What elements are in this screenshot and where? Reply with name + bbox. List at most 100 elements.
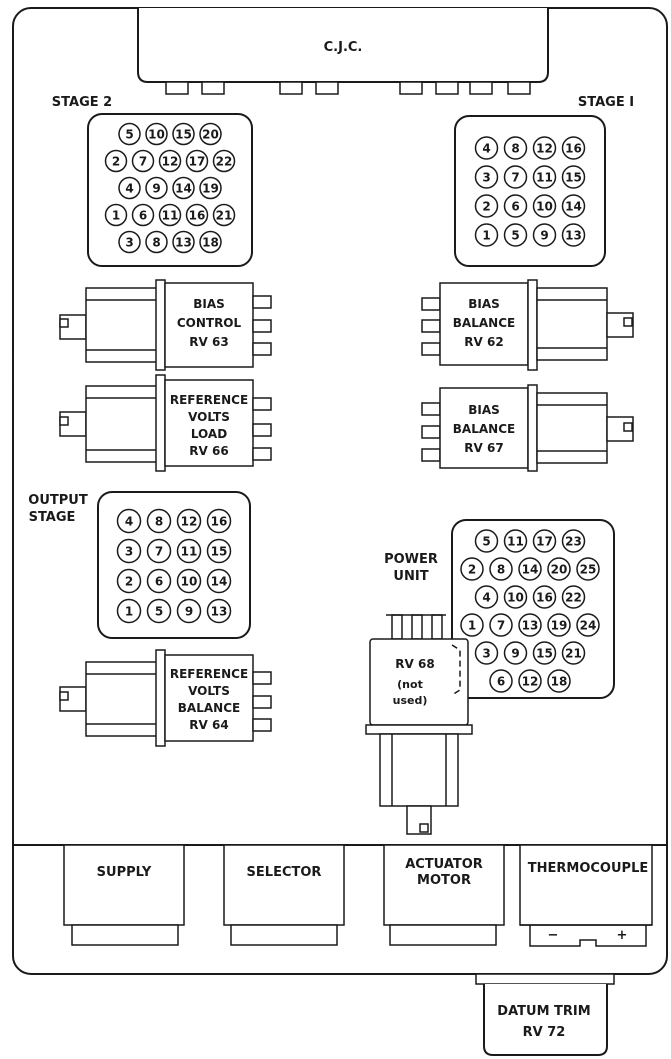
pin-number: 17: [536, 535, 553, 549]
pin-circle: [518, 613, 542, 637]
pin-circle: [503, 529, 528, 553]
pin-number: 13: [175, 236, 192, 250]
pin-circle: [118, 122, 141, 146]
pin-number: 4: [482, 142, 490, 156]
svg-text:REFERENCE: REFERENCE: [170, 393, 248, 407]
pin-number: 3: [482, 171, 490, 185]
svg-text:RV 62: RV 62: [464, 335, 503, 349]
pin-number: 9: [540, 229, 548, 243]
pin-number: 1: [482, 229, 490, 243]
selector-connector: SELECTOR: [223, 844, 345, 946]
pin-number: 16: [189, 209, 206, 223]
pin-number: 8: [152, 236, 160, 250]
svg-text:VOLTS: VOLTS: [188, 684, 230, 698]
pin-number: 18: [551, 675, 568, 689]
pin-circle: [547, 557, 571, 581]
stage1-pin-block: [454, 115, 606, 267]
svg-text:BIAS: BIAS: [468, 297, 500, 311]
svg-text:ACTUATOR: ACTUATOR: [405, 857, 483, 872]
pin-number: 5: [482, 535, 490, 549]
cjc-terminal: [165, 81, 189, 95]
pin-number: 14: [565, 200, 582, 214]
pin-number: 9: [185, 605, 193, 619]
pin-circle: [185, 149, 209, 173]
pin-circle: [145, 122, 168, 146]
pin-number: 15: [536, 647, 553, 661]
pin-number: 4: [125, 182, 133, 196]
pin-circle: [518, 669, 542, 693]
pin-circle: [116, 568, 142, 594]
pin-number: 16: [565, 142, 582, 156]
pin-number: 16: [536, 591, 553, 605]
pin-circle: [576, 557, 600, 581]
actuator-motor-connector: ACTUATOR MOTOR: [383, 844, 505, 946]
pin-circle: [503, 165, 528, 189]
pin-circle: [104, 203, 128, 227]
pin-number: 7: [155, 545, 163, 559]
pin-number: 1: [468, 619, 476, 633]
pin-circle: [176, 538, 202, 564]
pin-circle: [474, 529, 499, 553]
pin-circle: [576, 613, 600, 637]
pin-number: 6: [139, 209, 147, 223]
pot-bias-control-rv63: BIAS CONTROL RV 63: [59, 279, 272, 371]
pin-circle: [532, 165, 557, 189]
cjc-terminals: [165, 81, 531, 95]
pot-ref-volts-load-rv66: REFERENCE VOLTS LOAD RV 66: [59, 374, 272, 472]
pin-number: 14: [211, 575, 228, 589]
pin-number: 19: [551, 619, 568, 633]
pin-circle: [561, 529, 586, 553]
pin-number: 9: [511, 647, 519, 661]
pin-circle: [489, 669, 513, 693]
pin-circle: [489, 613, 513, 637]
pin-number: 11: [162, 209, 179, 223]
pin-circle: [146, 568, 172, 594]
pin-circle: [131, 203, 155, 227]
svg-text:used): used): [393, 694, 428, 707]
cjc-terminal: [507, 81, 531, 95]
pin-number: 3: [125, 236, 133, 250]
svg-text:(not: (not: [397, 678, 423, 691]
pin-number: 10: [181, 575, 198, 589]
pin-circle: [172, 230, 195, 254]
cjc-terminal: [201, 81, 225, 95]
stage2-label: STAGE 2: [52, 95, 112, 110]
svg-text:DATUM TRIM: DATUM TRIM: [497, 1004, 590, 1019]
svg-text:BIAS: BIAS: [193, 297, 225, 311]
svg-text:LOAD: LOAD: [191, 427, 227, 441]
svg-text:CONTROL: CONTROL: [177, 316, 242, 330]
pin-circle: [172, 122, 195, 146]
pin-circle: [176, 568, 202, 594]
pin-circle: [131, 149, 155, 173]
pin-number: 8: [511, 142, 519, 156]
pin-number: 3: [482, 647, 490, 661]
pin-circle: [503, 223, 528, 247]
pin-number: 8: [155, 515, 163, 529]
pin-number: 2: [482, 200, 490, 214]
svg-text:VOLTS: VOLTS: [188, 410, 230, 424]
pin-circle: [561, 165, 586, 189]
pin-number: 12: [181, 515, 198, 529]
pin-circle: [212, 149, 236, 173]
pin-circle: [561, 223, 586, 247]
pin-number: 13: [522, 619, 539, 633]
pin-circle: [206, 598, 232, 624]
pin-number: 7: [511, 171, 519, 185]
pin-number: 10: [536, 200, 553, 214]
pin-circle: [146, 598, 172, 624]
pin-circle: [158, 203, 182, 227]
pin-circle: [547, 613, 571, 637]
pin-circle: [474, 165, 499, 189]
pin-number: 24: [580, 619, 597, 633]
svg-text:BALANCE: BALANCE: [453, 316, 515, 330]
pin-circle: [489, 557, 513, 581]
pin-number: 22: [565, 591, 582, 605]
pin-circle: [206, 568, 232, 594]
pin-number: 3: [125, 545, 133, 559]
pin-circle: [176, 598, 202, 624]
pin-circle: [199, 122, 222, 146]
pin-number: 8: [497, 563, 505, 577]
output-stage-label: OUTPUT: [28, 493, 88, 508]
thermocouple-plus: +: [617, 928, 628, 943]
